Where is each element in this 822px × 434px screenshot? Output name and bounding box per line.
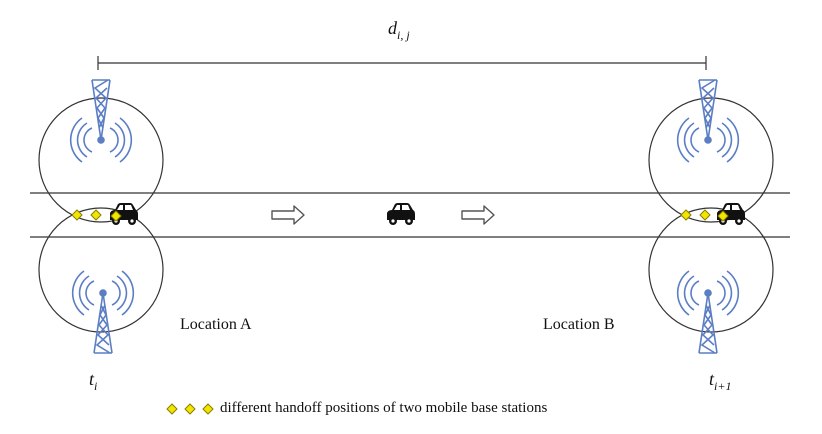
time-label-right-base: t: [709, 369, 715, 389]
time-label-left: ti: [89, 369, 97, 394]
car-icon: [387, 203, 415, 225]
time-label-right-subscript: i+1: [714, 379, 732, 393]
time-label-left-base: t: [89, 369, 95, 389]
legend-text: different handoff positions of two mobil…: [220, 400, 548, 416]
time-label-right: ti+1: [709, 369, 731, 394]
coverage-circle-a-top: [38, 97, 164, 223]
distance-label-base: d: [388, 18, 397, 38]
time-label-left-subscript: i: [94, 379, 98, 393]
right-arrow-icon: [461, 205, 495, 225]
diamond-icon: [184, 402, 196, 415]
diamond-icon: [90, 209, 102, 221]
diamond-icon: [202, 402, 214, 415]
coverage-circle-b-top: [648, 97, 774, 223]
road: [30, 192, 790, 238]
right-arrow-icon: [271, 205, 305, 225]
cell-tower-icon: [676, 270, 740, 354]
distance-label: di, j: [388, 18, 410, 43]
handoff-markers-a: [71, 209, 102, 221]
cell-tower-icon: [676, 79, 740, 163]
handoff-markers-b: [680, 209, 711, 221]
distance-bracket: [97, 56, 707, 70]
location-b-label: Location B: [543, 316, 615, 333]
cell-tower-icon: [71, 270, 135, 354]
diamond-icon: [166, 402, 178, 415]
legend: different handoff positions of two mobil…: [166, 400, 547, 417]
distance-label-subscript: i, j: [397, 28, 410, 42]
diamond-icon: [699, 209, 711, 221]
location-a-label: Location A: [180, 316, 252, 333]
cell-tower-icon: [69, 79, 133, 163]
